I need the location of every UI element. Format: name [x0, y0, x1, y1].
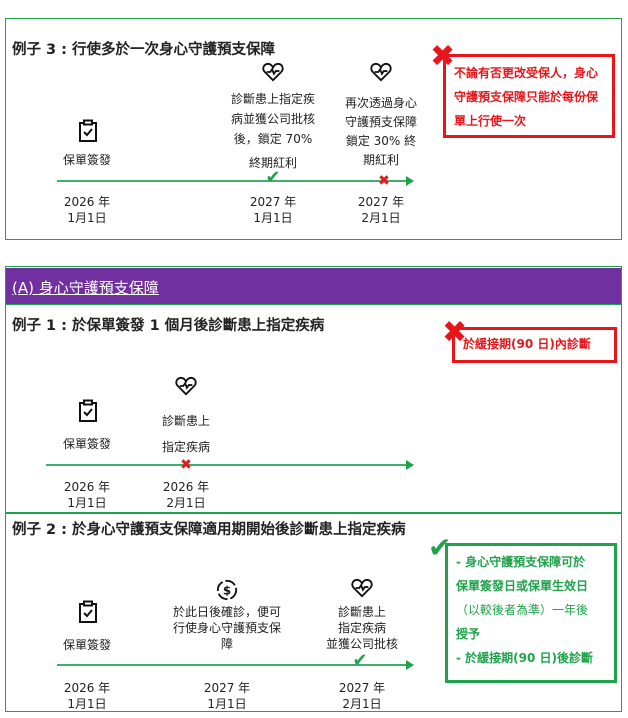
example-3-note: 不論有否更改受保人，身心守護預支保障只能於每份保單上行使一次 — [443, 54, 615, 138]
event-date: 2027 年 2月1日 — [358, 194, 404, 226]
date-line: 1月1日 — [67, 496, 107, 510]
event-date: 2026 年 1月1日 — [64, 194, 110, 226]
heart-pulse-icon — [262, 62, 284, 82]
note-line: 保單簽發日或保單生效日 — [456, 579, 589, 593]
cross-icon: ✖ — [430, 39, 456, 74]
heart-pulse-icon — [351, 578, 373, 598]
date-line: 2026 年 — [63, 195, 111, 209]
event-label: 保單簽發 — [62, 437, 112, 451]
date-line: 1月1日 — [67, 211, 107, 225]
heart-pulse-icon — [370, 62, 392, 82]
date-line: 2027 年 — [338, 681, 386, 695]
clipboard-check-icon — [78, 119, 98, 143]
date-line: 2027 年 — [249, 195, 297, 209]
event-label: 再次透過身心 守護預支保障 鎖定 30% 終 期紅利 — [345, 94, 417, 170]
example-3-panel — [5, 18, 622, 240]
date-line: 2027 年 — [357, 195, 405, 209]
check-icon: ✔ — [428, 531, 452, 564]
label-line: 病並獲公司批核 — [230, 112, 316, 126]
date-line: 2027 年 — [203, 681, 251, 695]
timeline — [57, 176, 414, 186]
note-line: - 於緩接期(90 日)後診斷 — [456, 651, 594, 665]
dollar-circle-icon — [216, 579, 238, 601]
timeline — [57, 660, 414, 670]
label-line: 於此日後確診，便可 — [172, 605, 282, 619]
note-line: （以較後者為準）一年後 — [456, 603, 589, 617]
check-icon: ✔ — [265, 167, 281, 188]
date-line: 2026 年 — [162, 480, 210, 494]
event-date: 2026 年 1月1日 — [64, 680, 110, 712]
example-1-note: 於緩接期(90 日)內診斷 — [452, 327, 617, 363]
event-date: 2027 年 1月1日 — [204, 680, 250, 712]
date-line: 2026 年 — [63, 681, 111, 695]
example-1-note-text: 於緩接期(90 日)內診斷 — [463, 337, 591, 351]
date-line: 2月1日 — [361, 211, 401, 225]
event-date: 2026 年 2月1日 — [163, 479, 209, 511]
label-line: 行使身心守護預支保 — [172, 621, 282, 635]
check-icon: ✔ — [352, 650, 368, 671]
note-line: 授予 — [456, 627, 481, 641]
cross-icon: ✖ — [378, 173, 390, 189]
event-label: 保單簽發 — [62, 153, 112, 167]
event-date: 2027 年 2月1日 — [339, 680, 385, 712]
example-1-title: 例子 1 : 於保單簽發 1 個月後診斷患上指定疾病 — [12, 318, 325, 334]
label-line: 指定疾病 — [337, 621, 387, 635]
cross-icon: ✖ — [442, 315, 468, 350]
heart-pulse-icon — [175, 376, 197, 396]
date-line: 2月1日 — [166, 496, 206, 510]
label-line: 終期紅利 — [248, 156, 298, 170]
date-line: 1月1日 — [253, 211, 293, 225]
label-line: 鎖定 30% 終 — [345, 134, 417, 148]
date-line: 2月1日 — [342, 697, 382, 711]
event-date: 2026 年 1月1日 — [64, 479, 110, 511]
event-label: 於此日後確診，便可 行使身心守護預支保 障 — [173, 604, 281, 652]
date-line: 2026 年 — [63, 480, 111, 494]
label-line: 並獲公司批核 — [325, 637, 399, 651]
event-label: 診斷患上指定疾 病並獲公司批核 後，鎖定 70% 終期紅利 — [231, 89, 315, 173]
timeline — [46, 460, 414, 470]
label-line: 診斷患上 — [161, 414, 211, 428]
divider — [6, 512, 621, 514]
note-line: - 身心守護預支保障可於 — [456, 555, 586, 569]
example-3-note-text: 不論有否更改受保人，身心守護預支保障只能於每份保單上行使一次 — [454, 66, 599, 128]
cross-icon: ✖ — [180, 457, 192, 473]
event-label: 保單簽發 — [62, 638, 112, 652]
label-line: 診斷患上 — [337, 605, 387, 619]
date-line: 1月1日 — [67, 697, 107, 711]
label-line: 後，鎖定 70% — [233, 132, 313, 146]
label-line: 指定疾病 — [161, 440, 211, 454]
section-a-panel — [5, 266, 622, 712]
event-label: 診斷患上 指定疾病 — [162, 408, 210, 460]
label-line: 障 — [220, 637, 234, 651]
event-date: 2027 年 1月1日 — [250, 194, 296, 226]
label-line: 再次透過身心 — [344, 96, 418, 110]
clipboard-check-icon — [78, 600, 98, 624]
example-3-title: 例子 3 : 行使多於一次身心守護預支保障 — [12, 42, 276, 58]
date-line: 1月1日 — [207, 697, 247, 711]
example-2-note: - 身心守護預支保障可於 保單簽發日或保單生效日 （以較後者為準）一年後 授予 … — [445, 543, 617, 683]
label-line: 守護預支保障 — [344, 115, 418, 129]
section-header: (A) 身心守護預支保障 — [6, 268, 621, 305]
event-label: 診斷患上 指定疾病 並獲公司批核 — [326, 604, 398, 652]
label-line: 診斷患上指定疾 — [230, 92, 316, 106]
label-line: 期紅利 — [362, 153, 400, 167]
example-2-title: 例子 2 : 於身心守護預支保障適用期開始後診斷患上指定疾病 — [12, 522, 406, 538]
section-title: (A) 身心守護預支保障 — [12, 279, 159, 297]
clipboard-check-icon — [78, 399, 98, 423]
